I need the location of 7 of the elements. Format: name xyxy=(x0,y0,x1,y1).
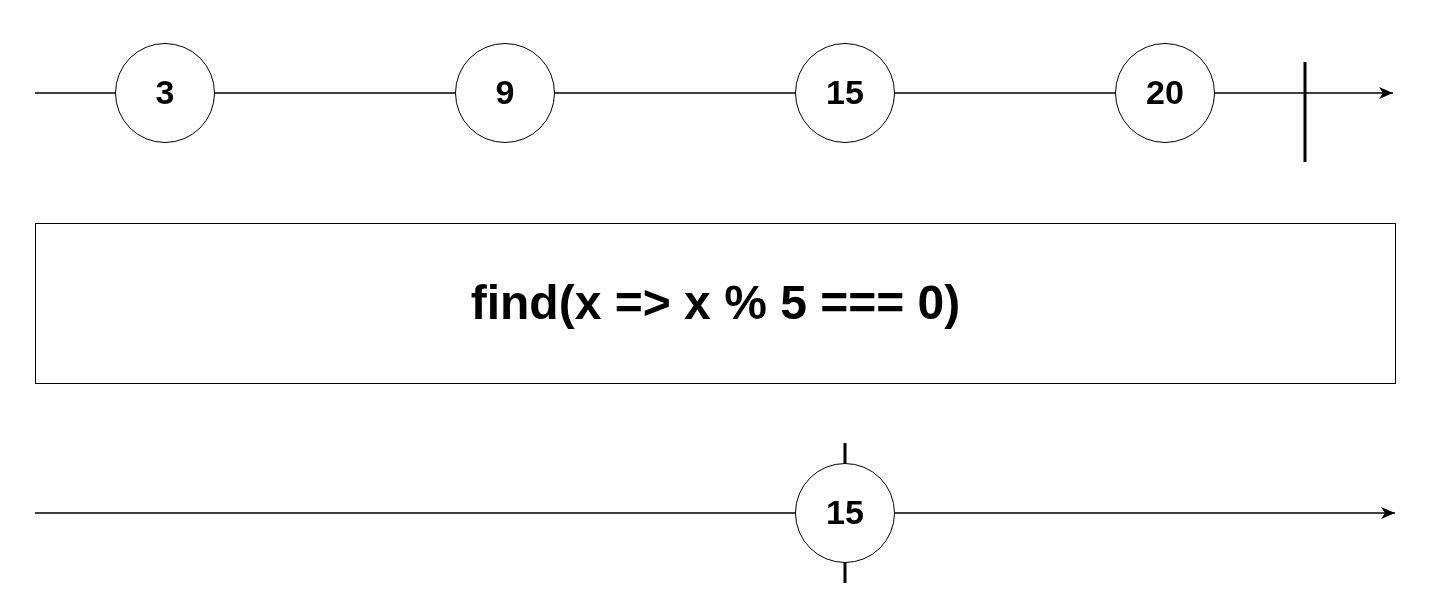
marble-value: 9 xyxy=(495,74,515,112)
operator-label: find(x => x % 5 === 0) xyxy=(470,277,961,330)
marble-value: 15 xyxy=(826,74,864,112)
operator-box xyxy=(35,223,1396,384)
marble-value: 15 xyxy=(826,494,864,532)
marble-value: 20 xyxy=(1146,74,1184,112)
marble-value: 3 xyxy=(155,74,175,112)
